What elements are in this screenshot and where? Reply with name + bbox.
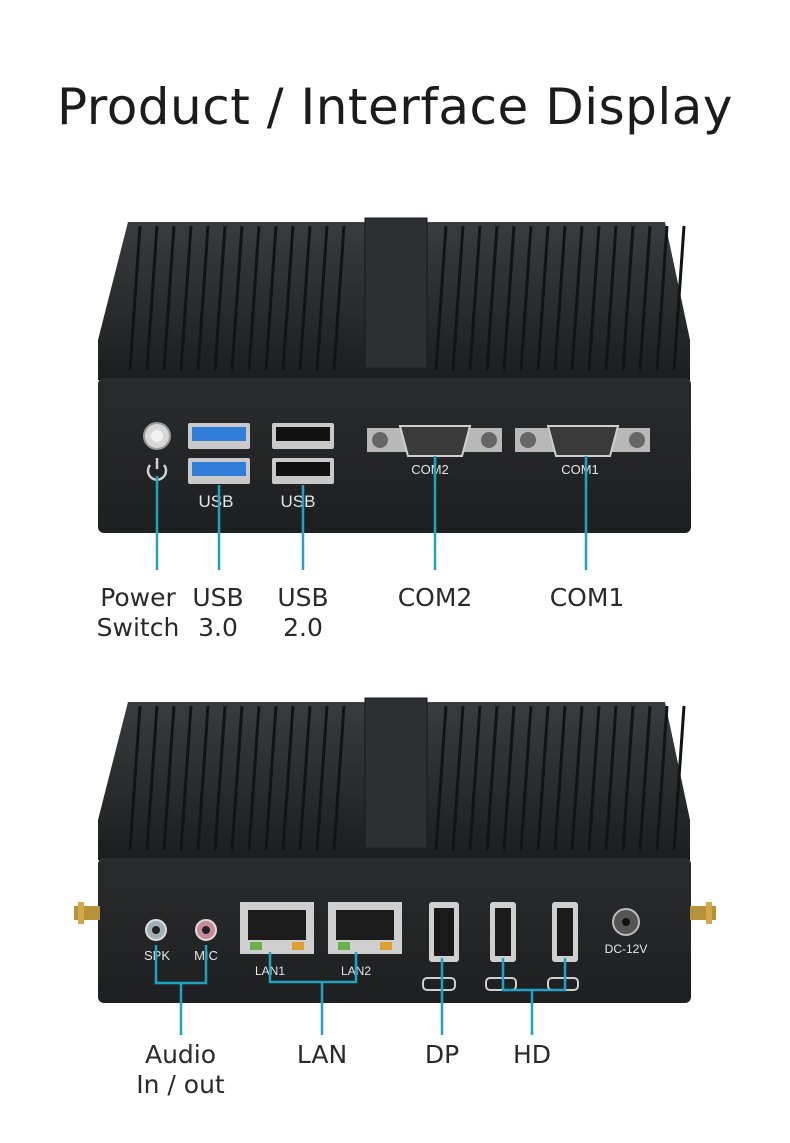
com2-port	[367, 425, 502, 457]
back-callout-lines	[154, 945, 567, 1035]
lan2-port	[328, 902, 402, 954]
usb3-ports	[188, 423, 250, 484]
page-title: Product / Interface Display	[56, 78, 734, 136]
label-com1: COM1	[549, 583, 625, 612]
displayport-port	[422, 902, 459, 991]
com1-marking: COM1	[561, 462, 599, 477]
usb2-ports	[272, 423, 334, 484]
usb3-marking: USB	[199, 492, 234, 511]
dc-marking: DC-12V	[605, 942, 648, 956]
back-panel-photo: SPK MIC LAN1 LAN2 DC-12V	[74, 697, 716, 1035]
lan1-port	[240, 902, 314, 954]
dc-jack	[612, 908, 640, 936]
label-hd: HD	[512, 1040, 552, 1069]
antenna-connector-left	[74, 902, 100, 924]
antenna-connector-right	[690, 902, 716, 924]
com2-marking: COM2	[411, 462, 449, 477]
usb2-marking: USB	[281, 492, 316, 511]
front-panel-photo: USB USB COM2 COM1	[98, 217, 691, 570]
label-lan: LAN	[296, 1040, 348, 1069]
label-com2: COM2	[397, 583, 473, 612]
label-dp: DP	[424, 1040, 460, 1069]
front-callout-lines	[155, 456, 588, 570]
hdmi-port-1	[485, 902, 517, 991]
hdmi-port-2	[547, 902, 579, 991]
com1-port	[515, 425, 650, 457]
